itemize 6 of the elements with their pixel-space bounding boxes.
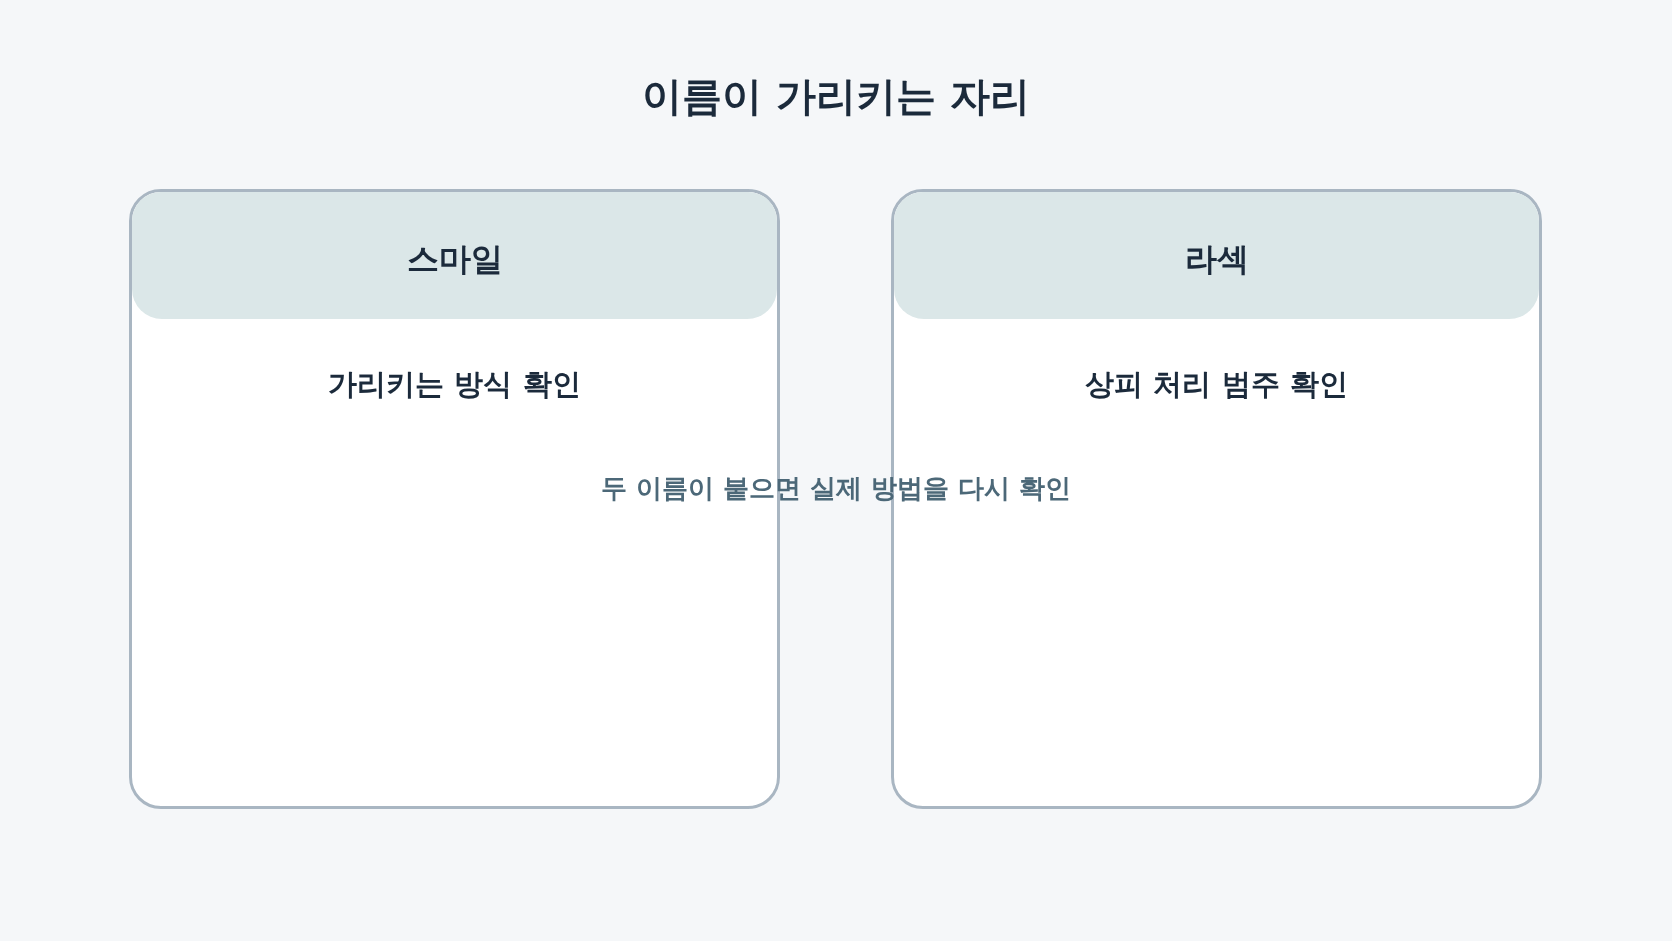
card-heading: 라섹 [894, 192, 1539, 319]
card-text: 가리키는 방식 확인 [328, 366, 581, 403]
diagram-title: 이름이 가리키는 자리 [642, 73, 1030, 119]
note-text: 두 이름이 붙으면 실제 방법을 다시 확인 [600, 473, 1072, 503]
card-text: 상피 처리 범주 확인 [1085, 366, 1348, 403]
card-heading: 스마일 [132, 192, 777, 319]
